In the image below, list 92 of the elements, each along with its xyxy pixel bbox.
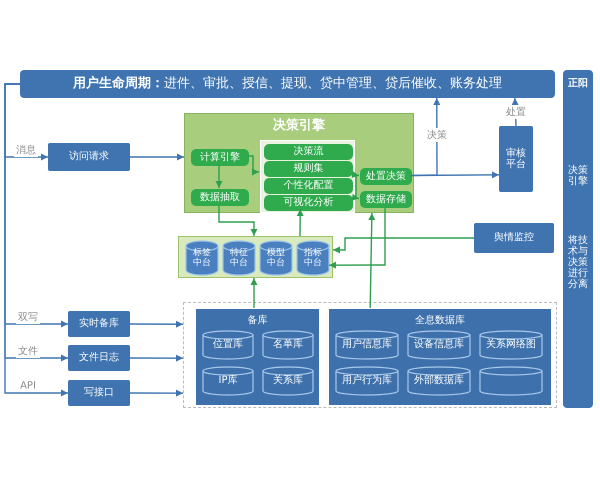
node-label: 处置决策	[365, 170, 407, 182]
connector-arrow	[333, 237, 474, 254]
side-label: 正阳	[567, 78, 589, 89]
database-cylinder	[479, 367, 543, 395]
connector-arrow	[329, 207, 386, 269]
node-label: 计算引擎	[199, 152, 241, 164]
edge-label: 文件	[16, 344, 40, 358]
node-label: 特征中台	[228, 248, 249, 268]
node-label: 实时备库	[78, 318, 120, 330]
process-box	[68, 380, 130, 406]
module-box	[191, 189, 249, 206]
node-label: 标签中台	[192, 248, 212, 268]
connector-arrow	[250, 278, 258, 308]
node-label: 用户信息库	[341, 339, 393, 351]
side-label: 决策引擎	[567, 165, 589, 187]
module-box	[264, 161, 353, 177]
node-label: 写接口	[83, 387, 115, 399]
side-panel	[563, 70, 593, 408]
edge-label: 决策	[425, 128, 449, 142]
node-label: 可视化分析	[282, 197, 334, 209]
node-label: 指标中台	[302, 248, 323, 268]
process-box	[48, 143, 130, 171]
node-label: 决策流	[292, 146, 324, 158]
process-box	[68, 345, 130, 371]
connector-arrow	[218, 205, 258, 236]
connector-arrow	[130, 354, 183, 362]
node-label: 数据抽取	[199, 192, 241, 204]
node-label: 访问请求	[68, 151, 110, 163]
database-cylinder	[262, 331, 314, 359]
edge-label: 消息	[14, 143, 38, 157]
connector-arrow	[296, 209, 304, 236]
connector-arrow	[410, 98, 440, 176]
connector-arrow	[512, 98, 519, 126]
module-box	[360, 168, 412, 185]
side-label: 将技术与决策进行分离	[567, 235, 589, 290]
edge-label: 处置	[504, 105, 528, 119]
node-label: 名单库	[272, 339, 304, 351]
module-box	[360, 191, 412, 208]
edge-label: API	[18, 380, 38, 392]
monitor-box	[474, 223, 554, 253]
connector-arrow	[352, 171, 360, 178]
node-label: IP库	[218, 375, 238, 387]
engine-panel	[184, 113, 414, 213]
connector-arrow	[130, 320, 183, 328]
process-box	[68, 311, 130, 337]
node-label: 舆情监控	[493, 232, 535, 244]
platform-group	[178, 236, 333, 278]
module-box	[191, 149, 249, 166]
database-cylinder	[262, 367, 314, 395]
storage-area	[183, 302, 557, 408]
node-label: 用户生命周期：进件、审批、授信、提现、贷中管理、贷后催收、账务处理	[72, 76, 503, 92]
node-label: 外部数据库	[413, 375, 465, 387]
database-cylinder	[259, 241, 293, 275]
database-cylinder	[185, 241, 219, 275]
edge-label: 双写	[16, 310, 40, 324]
connector-arrow	[352, 174, 360, 201]
connector-arrow	[216, 165, 222, 188]
module-box	[264, 195, 353, 211]
database-panel	[329, 309, 551, 405]
node-label: 数据存储	[365, 194, 407, 206]
node-label: 关系库	[272, 375, 304, 387]
node-label: 位置库	[212, 339, 244, 351]
database-cylinder	[335, 367, 399, 395]
group-heading: 决策引擎	[272, 117, 326, 134]
database-cylinder	[335, 331, 399, 359]
module-box	[264, 178, 353, 194]
database-cylinder	[222, 241, 256, 275]
database-cylinder	[296, 241, 330, 275]
database-cylinder	[407, 331, 471, 359]
node-label: 用户行为库	[341, 375, 393, 387]
connector-arrow	[248, 155, 260, 176]
database-cylinder	[407, 367, 471, 395]
node-label: 审核平台	[505, 148, 527, 170]
node-label: 规则集	[292, 163, 324, 175]
group-heading: 全息数据库	[414, 314, 466, 327]
group-heading: 备库	[246, 314, 268, 327]
database-cylinder	[202, 331, 254, 359]
database-panel	[196, 309, 319, 405]
node-label: 个性化配置	[282, 180, 334, 192]
module-box	[264, 144, 353, 160]
node-label: 设备信息库	[413, 339, 465, 351]
lifecycle-banner	[20, 70, 555, 98]
node-label: 关系网络图	[485, 339, 537, 351]
connector-arrow	[368, 212, 376, 308]
module-group	[260, 140, 355, 213]
node-label: 文件日志	[78, 352, 120, 364]
node-label: 模型中台	[266, 248, 286, 268]
connector-arrow	[130, 154, 184, 160]
connector-arrow	[130, 390, 183, 397]
database-cylinder	[479, 331, 543, 359]
database-cylinder	[202, 367, 254, 395]
platform-box	[499, 126, 533, 192]
